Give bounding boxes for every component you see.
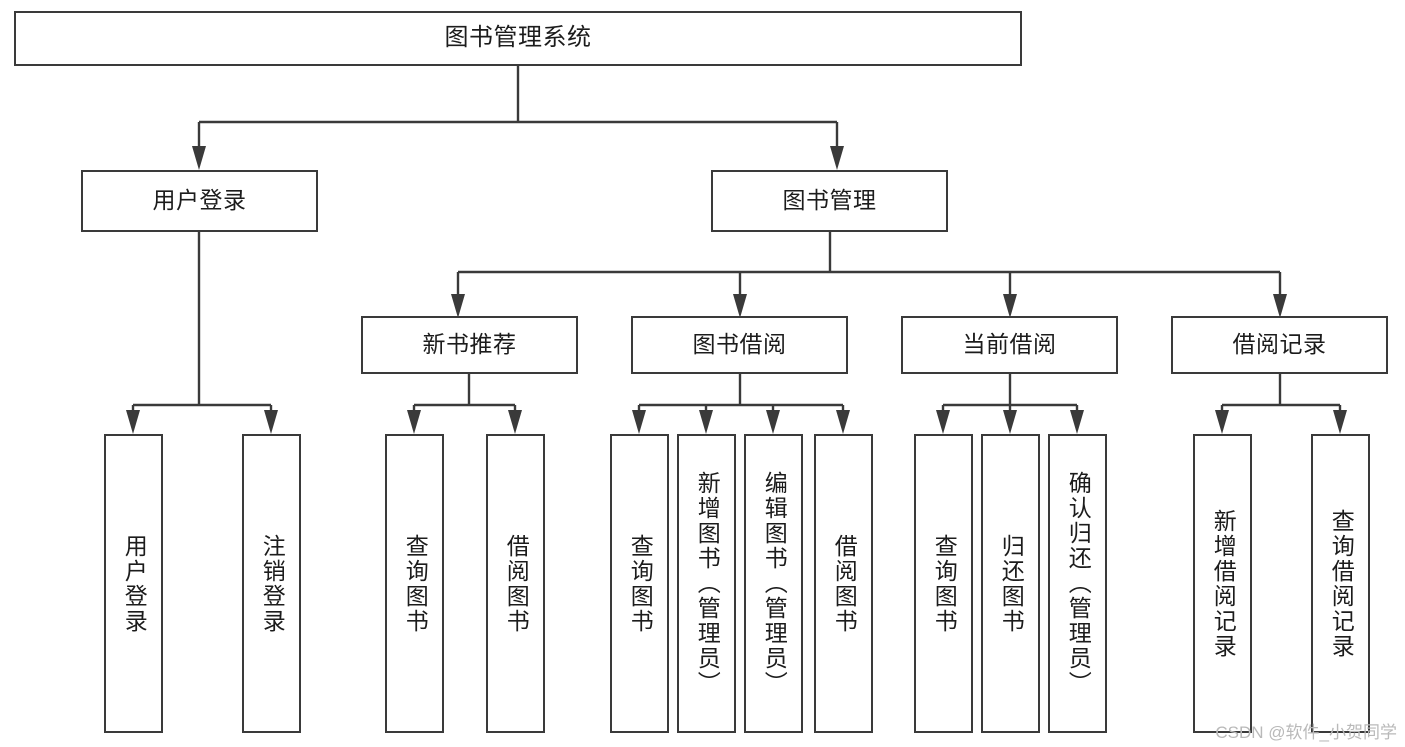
node-label: 新书推荐 [422, 331, 517, 358]
leaf-user-login-login[interactable]: 用户登录 [104, 434, 163, 733]
leaf-book-borrow-edit-book-admin[interactable]: 编辑图书（管理员） [744, 434, 803, 733]
node-label: 当前借阅 [962, 331, 1057, 358]
node-book-management[interactable]: 图书管理 [711, 170, 948, 232]
node-label: 用户登录 [121, 533, 148, 634]
edge-newbook-to-leaves [407, 374, 522, 434]
leaf-user-login-logout[interactable]: 注销登录 [242, 434, 301, 733]
edge-bookmgmt-to-level2 [451, 232, 1287, 318]
leaf-new-book-borrow-book[interactable]: 借阅图书 [486, 434, 545, 733]
leaf-book-borrow-query-book[interactable]: 查询图书 [610, 434, 669, 733]
node-label: 归还图书 [998, 533, 1025, 634]
leaf-current-borrow-return-book[interactable]: 归还图书 [981, 434, 1040, 733]
node-current-borrowing[interactable]: 当前借阅 [901, 316, 1118, 374]
node-label: 确认归还（管理员） [1065, 471, 1092, 696]
node-new-book-recommendation[interactable]: 新书推荐 [361, 316, 578, 374]
node-label: 用户登录 [152, 187, 247, 214]
node-label: 新增借阅记录 [1210, 508, 1237, 659]
node-label: 图书管理 [782, 187, 877, 214]
node-label: 查询图书 [627, 533, 654, 634]
node-user-login[interactable]: 用户登录 [81, 170, 318, 232]
leaf-new-book-query-book[interactable]: 查询图书 [385, 434, 444, 733]
leaf-current-borrow-confirm-return-admin[interactable]: 确认归还（管理员） [1048, 434, 1107, 733]
node-label: 借阅图书 [503, 533, 530, 634]
leaf-book-borrow-borrow-book[interactable]: 借阅图书 [814, 434, 873, 733]
node-label: 查询图书 [402, 533, 429, 634]
node-book-borrowing[interactable]: 图书借阅 [631, 316, 848, 374]
leaf-borrow-record-add-record[interactable]: 新增借阅记录 [1193, 434, 1252, 733]
node-label: 借阅记录 [1232, 331, 1327, 358]
node-label: 编辑图书（管理员） [761, 471, 788, 696]
node-label: 查询图书 [931, 533, 958, 634]
leaf-book-borrow-add-book-admin[interactable]: 新增图书（管理员） [677, 434, 736, 733]
watermark: CSDN @软件_小贺同学 [1215, 723, 1397, 742]
edge-borrowrecord-to-leaves [1215, 374, 1347, 434]
edge-root-to-level1 [192, 66, 844, 170]
node-label: 注销登录 [259, 533, 286, 634]
node-label: 图书管理系统 [444, 24, 592, 52]
edge-currentborrow-to-leaves [936, 374, 1084, 434]
node-label: 新增图书（管理员） [694, 471, 721, 696]
node-borrowing-record[interactable]: 借阅记录 [1171, 316, 1388, 374]
leaf-borrow-record-query-record[interactable]: 查询借阅记录 [1311, 434, 1370, 733]
leaf-current-borrow-query-book[interactable]: 查询图书 [914, 434, 973, 733]
node-label: 查询借阅记录 [1328, 508, 1355, 659]
edge-bookborrow-to-leaves [632, 374, 850, 434]
edge-userlogin-to-leaves [126, 232, 278, 434]
node-label: 图书借阅 [692, 331, 787, 358]
node-label: 借阅图书 [831, 533, 858, 634]
node-root-book-management-system[interactable]: 图书管理系统 [14, 11, 1022, 66]
